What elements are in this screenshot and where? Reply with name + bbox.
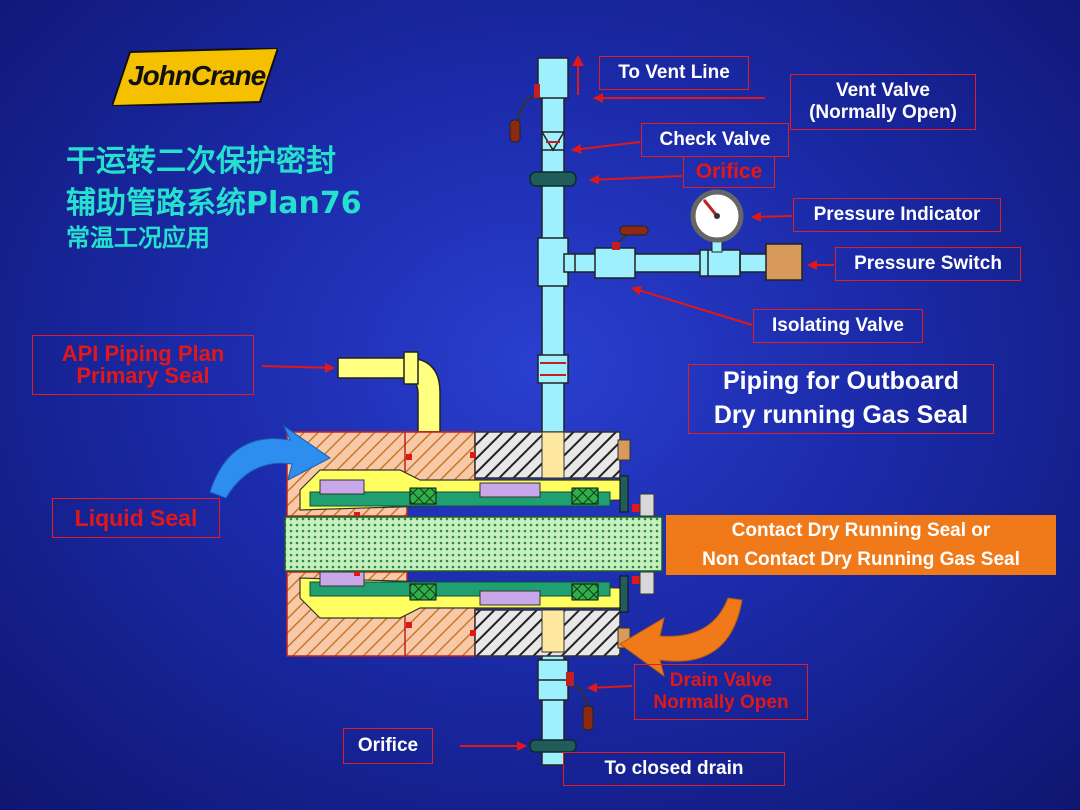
label-api-piping-plan: API Piping Plan Primary Seal (32, 335, 254, 395)
label-check-valve: Check Valve (641, 123, 789, 157)
pressure-indicator-text: Pressure Indicator (813, 204, 981, 226)
title-line-3: 常温工况应用 (66, 224, 210, 252)
label-liquid-seal: Liquid Seal (52, 498, 220, 538)
drain-valve-line2: Normally Open (653, 692, 789, 713)
drain-valve (566, 672, 594, 731)
seal-assembly (284, 431, 663, 657)
drain-valve-line1: Drain Valve (669, 670, 773, 692)
liquid-seal-text: Liquid Seal (74, 504, 198, 531)
label-to-vent-line: To Vent Line (599, 56, 749, 90)
contact-seal-line1: Contact Dry Running Seal or (731, 519, 991, 541)
label-pressure-indicator: Pressure Indicator (793, 198, 1001, 232)
vent-valve-line1: Vent Valve (835, 80, 930, 102)
label-orifice-top: Orifice (683, 156, 775, 188)
vent-pipe (537, 57, 569, 459)
label-vent-valve: Vent Valve (Normally Open) (790, 74, 976, 130)
api-plan-line2: Primary Seal (76, 363, 210, 388)
label-drain-valve: Drain Valve Normally Open (634, 664, 808, 720)
api-plan-line1: API Piping Plan (61, 341, 225, 366)
orifice-top-symbol (529, 171, 577, 187)
piping-outboard-line1: Piping for Outboard (722, 367, 960, 396)
logo-text: JohnCrane (128, 60, 266, 91)
pressure-switch-box (765, 243, 803, 281)
liquid-seal-curved-arrow (209, 424, 331, 499)
contact-seal-line2: Non Contact Dry Running Gas Seal (702, 549, 1020, 570)
johncrane-logo (112, 48, 278, 106)
label-isolating-valve: Isolating Valve (753, 309, 923, 343)
title-line-2: 辅助管路系统Plan76 (66, 186, 362, 221)
pointer-arrows (261, 93, 834, 751)
label-piping-outboard: Piping for Outboard Dry running Gas Seal (688, 364, 994, 434)
orifice-bottom-symbol (529, 739, 577, 753)
label-pressure-switch: Pressure Switch (835, 247, 1021, 281)
vent-valve-line2: (Normally Open) (809, 102, 957, 123)
label-to-closed-drain: To closed drain (563, 752, 785, 786)
orifice-top-text: Orifice (695, 159, 763, 183)
drain-pipe (537, 649, 569, 766)
isolating-valve-text: Isolating Valve (772, 315, 904, 337)
to-closed-drain-text: To closed drain (604, 758, 744, 780)
vent-up-arrowhead (572, 55, 584, 66)
isolating-valve (611, 225, 649, 250)
instrument-branch (563, 247, 775, 279)
to-vent-line-text: To Vent Line (618, 62, 730, 84)
pressure-gauge (690, 189, 744, 253)
vent-valve (509, 84, 540, 143)
orifice-bottom-text: Orifice (357, 735, 419, 757)
label-orifice-bottom: Orifice (343, 728, 433, 764)
piping-outboard-line2: Dry running Gas Seal (713, 401, 969, 429)
check-valve-text: Check Valve (659, 129, 771, 151)
dry-seal-curved-arrow (619, 597, 743, 678)
pressure-switch-text: Pressure Switch (854, 253, 1002, 275)
label-contact-seal: Contact Dry Running Seal or Non Contact … (666, 515, 1056, 575)
title-line-1: 干运转二次保护密封 (66, 144, 336, 179)
check-valve-symbol (540, 131, 566, 152)
